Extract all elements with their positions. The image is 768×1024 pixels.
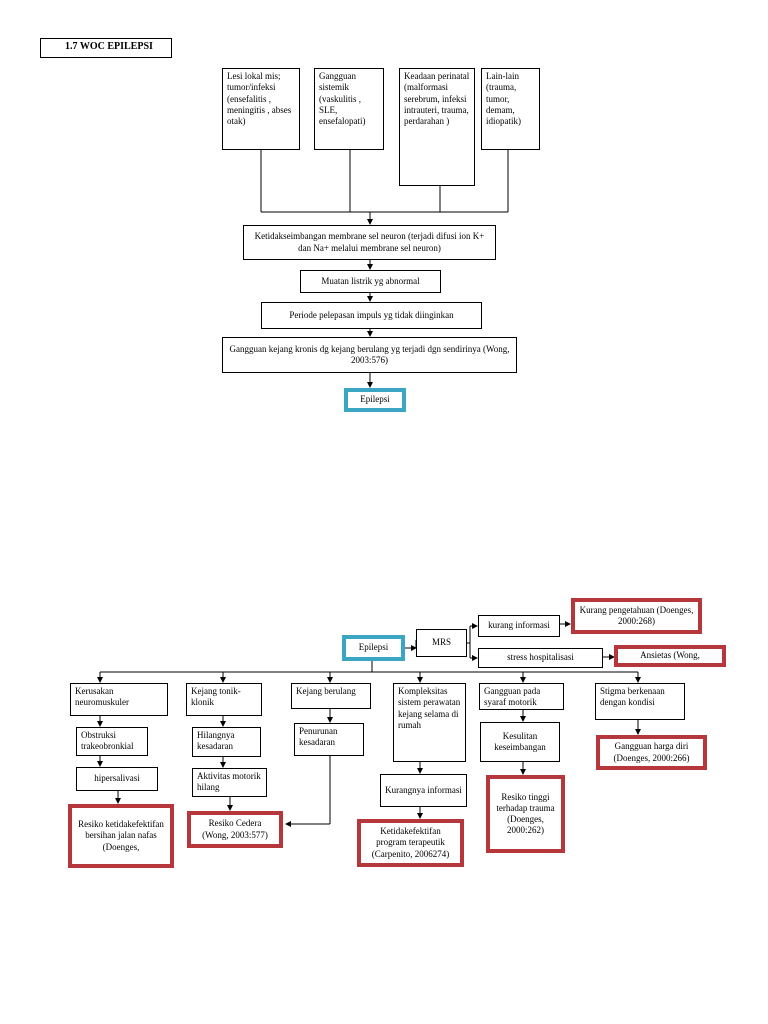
muatan-listrik: Muatan listrik yg abnormal [300,270,441,293]
penurunan-kesadaran: Penurunan kesadaran [294,723,364,756]
obstruksi-trakeobronkial: Obstruksi trakeobronkial [76,727,148,756]
resiko-jalan-nafas-diagnosis: Resiko ketidakefektifan bersihan jalan n… [68,804,174,868]
kurangnya-informasi: Kurangnya informasi [380,774,467,807]
epilepsi-result: Epilepsi [344,388,406,412]
ketidakefektifan-program-diagnosis: Ketidakefektifan program terapeutik (Car… [357,819,464,867]
kurang-pengetahuan-diagnosis: Kurang pengetahuan (Doenges, 2000:268) [571,598,702,634]
hipersalivasi: hipersalivasi [76,767,158,791]
ketidakseimbangan-membrane: Ketidakseimbangan membrane sel neuron (t… [243,225,496,260]
cause-lesi-lokal: Lesi lokal mis; tumor/infeksi (ensefalit… [222,68,300,150]
periode-pelepasan: Periode pelepasan impuls yg tidak diingi… [261,302,482,329]
ansietas-diagnosis: Ansietas (Wong, [614,645,726,667]
resiko-cedera-diagnosis: Resiko Cedera (Wong, 2003:577) [187,811,283,848]
gangguan-kejang-kronis: Gangguan kejang kronis dg kejang berulan… [222,337,517,373]
gangguan-syaraf-motorik: Gangguan pada syaraf motorik [479,683,564,710]
cause-keadaan-perinatal: Keadaan perinatal (malformasi serebrum, … [399,68,475,186]
gangguan-harga-diri-diagnosis: Gangguan harga diri (Doenges, 2000:266) [596,735,707,770]
kerusakan-neuromuskuler: Kerusakan neuromuskuler [70,683,168,716]
epilepsi-root: Epilepsi [342,635,405,661]
cause-gangguan-sistemik: Gangguan sistemik (vaskulitis , SLE, ens… [314,68,384,150]
resiko-trauma-diagnosis: Resiko tinggi terhadap trauma (Doenges, … [486,775,565,853]
diagram-title: 1.7 WOC EPILEPSI [40,38,172,58]
mrs-box: MRS [416,629,467,657]
kejang-berulang: Kejang berulang [291,683,371,709]
cause-lain-lain: Lain-lain (trauma, tumor, demam, idiopat… [481,68,540,150]
aktivitas-motorik-hilang: Aktivitas motorik hilang [192,768,267,797]
hilangnya-kesadaran: Hilangnya kesadaran [192,727,261,757]
kompleksitas-sistem-perawatan: Kompleksitas sistem perawatan kejang sel… [393,683,466,762]
kesulitan-keseimbangan: Kesulitan keseimbangan [480,722,560,762]
kurang-informasi-box: kurang informasi [478,615,560,637]
stigma-kondisi: Stigma berkenaan dengan kondisi [595,683,685,720]
stress-hospitalisasi-box: stress hospitalisasi [478,648,603,668]
kejang-tonik-klonik: Kejang tonik-klonik [186,683,262,716]
